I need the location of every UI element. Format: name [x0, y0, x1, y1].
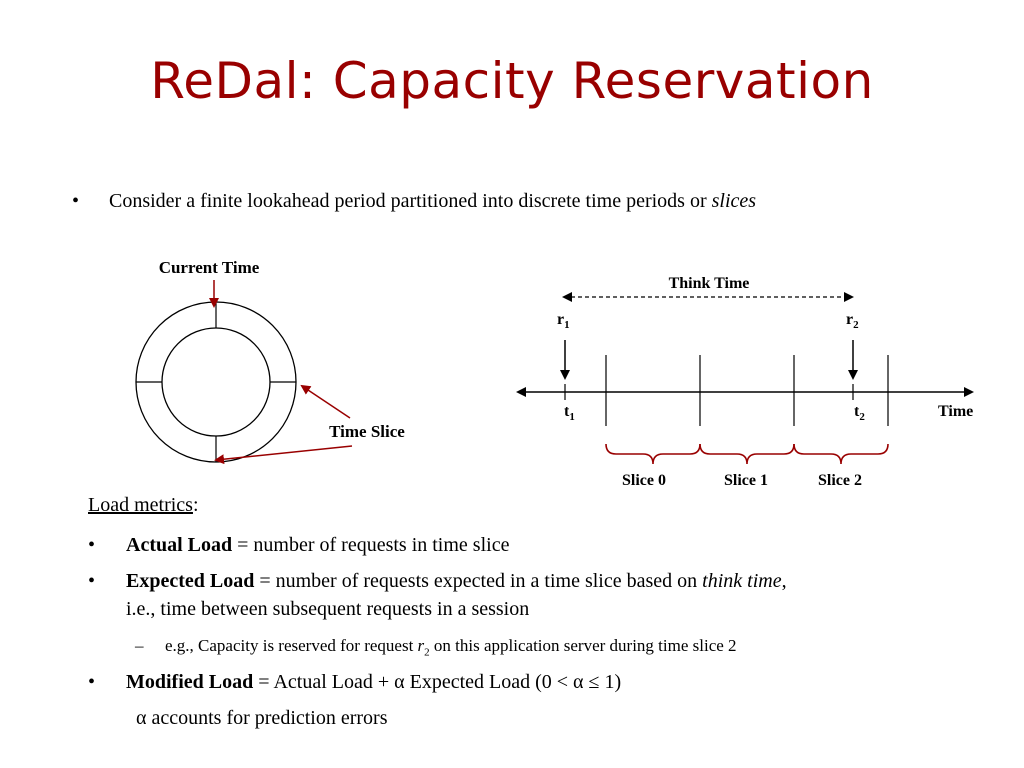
- slice-brace-0: [605, 443, 701, 465]
- time-slice-label: Time Slice: [329, 422, 405, 441]
- metrics-heading: Load metrics:: [88, 494, 199, 516]
- expected-load-term: Expected Load: [126, 570, 255, 592]
- alpha-symbol: α: [394, 671, 405, 693]
- slice-brace-2: [793, 443, 889, 465]
- slice-brace-1: [699, 443, 795, 465]
- slice-label-0: Slice 0: [622, 472, 666, 489]
- ring-diagram: Current Time Time Slice: [135, 258, 405, 465]
- t1-label: t1: [564, 403, 575, 423]
- bullet-dot: •: [72, 190, 80, 212]
- slice-label-1: Slice 1: [724, 472, 768, 489]
- r1-label: r1: [557, 311, 570, 331]
- timeline-diagram: Think Time r1 r2 t1 t2 Time Slice 0 Slic…: [516, 275, 974, 489]
- alpha-note: α accounts for prediction errors: [136, 707, 388, 729]
- modified-load-term: Modified Load: [126, 671, 254, 693]
- inner-ring: [161, 327, 271, 437]
- t2-label: t2: [854, 403, 865, 423]
- time-axis-label: Time: [938, 403, 973, 420]
- intro-text: Consider a finite lookahead period parti…: [109, 190, 757, 212]
- intro-italic: slices: [711, 190, 757, 212]
- time-slice-arrow-lower: [214, 445, 353, 465]
- current-time-label: Current Time: [159, 258, 260, 277]
- r2-label: r2: [846, 311, 859, 331]
- actual-load-term: Actual Load: [126, 534, 233, 556]
- slide-title: ReDal: Capacity Reservation: [150, 52, 874, 110]
- time-slice-arrow-upper: [300, 384, 351, 419]
- think-time-label: Think Time: [669, 275, 750, 292]
- slice-label-2: Slice 2: [818, 472, 862, 489]
- expected-load-line2: i.e., time between subsequent requests i…: [126, 598, 530, 620]
